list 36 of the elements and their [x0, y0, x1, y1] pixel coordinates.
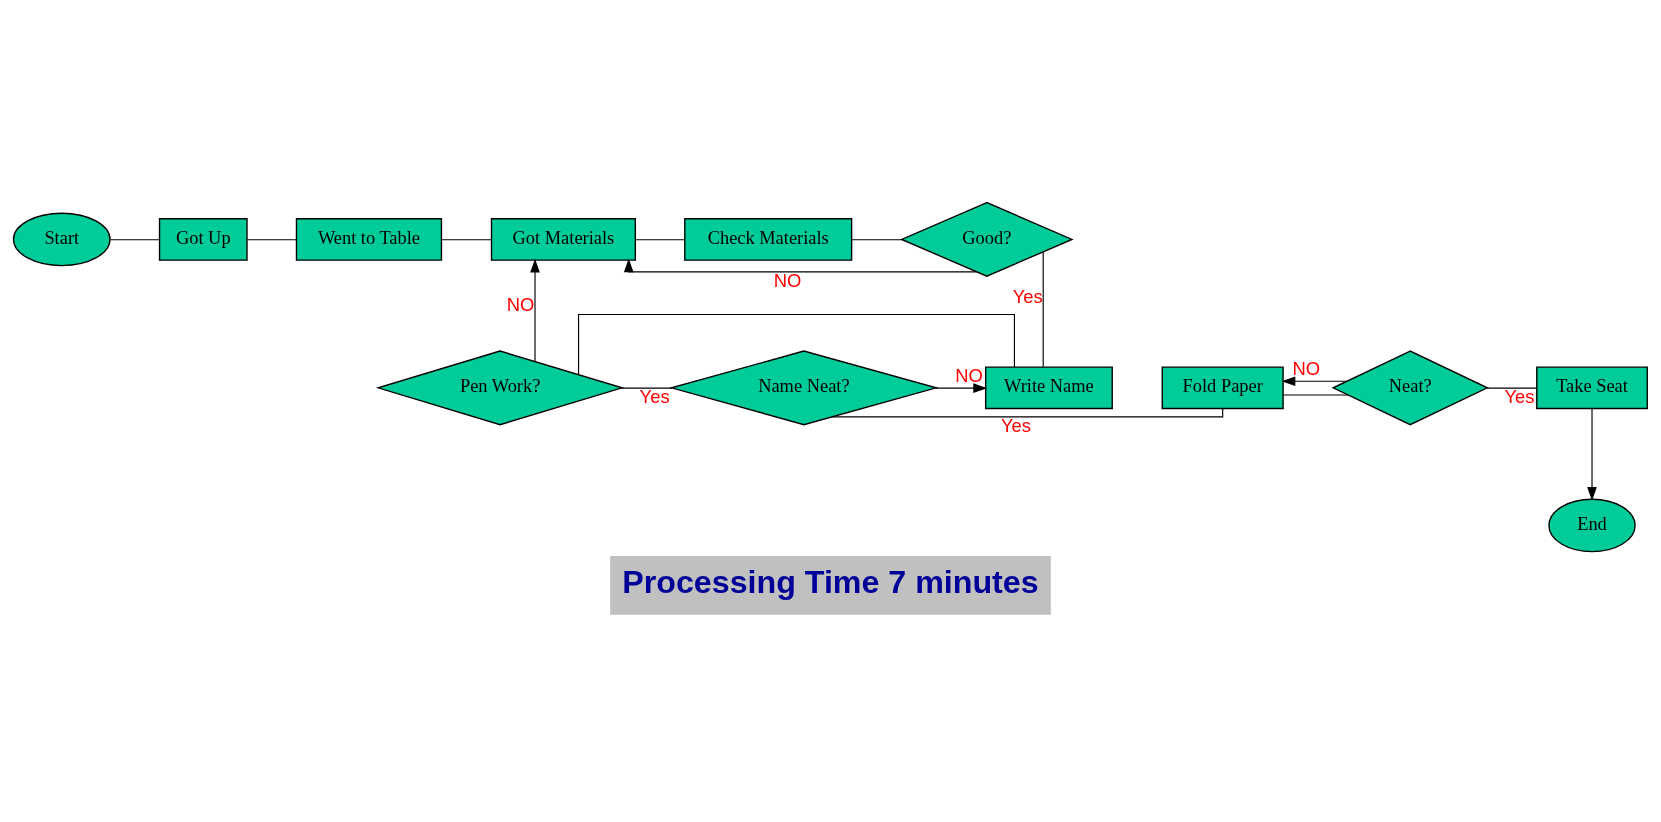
- connector: [831, 408, 1224, 418]
- edge-label: NO: [1292, 358, 1321, 380]
- node-box: Got Materials: [490, 218, 636, 261]
- edge-label: Yes: [1504, 385, 1535, 407]
- connector: [1486, 387, 1538, 389]
- edge-label: NO: [955, 365, 983, 387]
- arrow: [1587, 408, 1597, 501]
- connector: [441, 239, 492, 241]
- connector: [578, 313, 1015, 375]
- node-box: Check Materials: [684, 218, 853, 261]
- node-diamond: Neat?: [1331, 350, 1489, 426]
- node-ellipse: End: [1548, 498, 1636, 553]
- node-diamond: Good?: [899, 201, 1074, 277]
- node-box: Write Name: [984, 366, 1113, 410]
- connector: [634, 239, 686, 241]
- edge-label: Yes: [639, 385, 670, 407]
- node-box: Got Up: [158, 218, 248, 261]
- node-box: Take Seat: [1536, 366, 1648, 410]
- node-ellipse: Start: [12, 212, 111, 267]
- edge-label: Yes: [1012, 286, 1043, 308]
- edge-label: Yes: [1000, 414, 1031, 436]
- connector: [246, 239, 297, 241]
- node-box: Went to Table: [295, 218, 443, 261]
- connector: [620, 387, 673, 389]
- arrow: [934, 383, 988, 393]
- arrow: [1281, 376, 1348, 387]
- edge-label: NO: [506, 293, 535, 315]
- connector: [1283, 394, 1349, 396]
- arrow: [623, 258, 978, 273]
- connector: [851, 239, 903, 241]
- caption: Processing Time 7 minutes: [622, 563, 1039, 600]
- arrow: [530, 258, 540, 362]
- edge-label: NO: [773, 269, 802, 291]
- node-box: Fold Paper: [1161, 366, 1284, 410]
- connector: [109, 239, 161, 241]
- connector: [1042, 251, 1044, 368]
